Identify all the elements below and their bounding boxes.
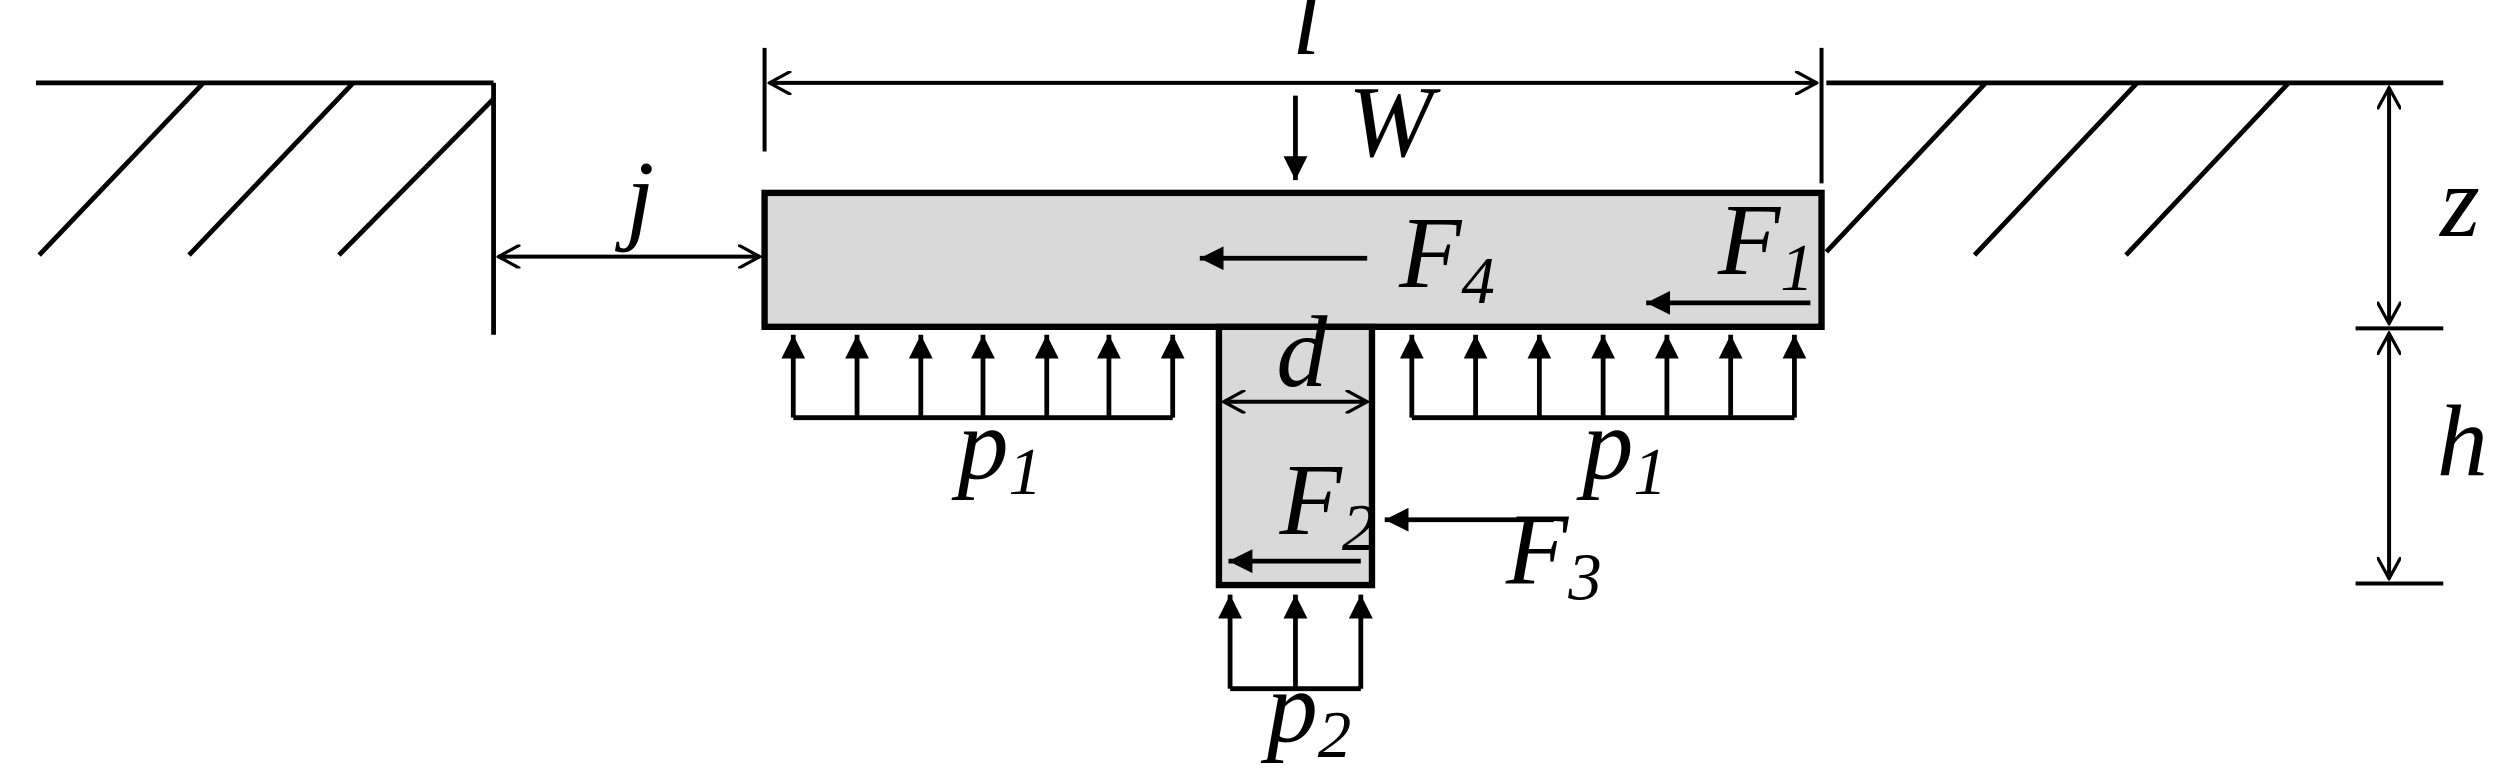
label-F2: F2 xyxy=(1279,444,1376,565)
label-W: W xyxy=(1348,66,1441,179)
label-p1-right: p1 xyxy=(1576,388,1666,509)
label-z: z xyxy=(2438,146,2480,259)
label-F1: F1 xyxy=(1717,184,1814,305)
label-F4: F4 xyxy=(1398,197,1495,318)
label-d: d xyxy=(1276,296,1328,409)
label-p2: p2 xyxy=(1261,651,1351,770)
foundation-stem xyxy=(1215,323,1376,589)
label-h: h xyxy=(2437,385,2488,498)
label-l: l xyxy=(1292,0,1320,77)
ground-left xyxy=(36,80,496,335)
pressure-p2 xyxy=(1218,594,1373,692)
dimension-z-h xyxy=(2355,88,2444,586)
label-j: j xyxy=(615,141,654,254)
dimension-l xyxy=(762,47,1824,184)
pressure-p1-left xyxy=(781,334,1185,421)
pressure-p1-right xyxy=(1399,334,1807,421)
label-p1-left: p1 xyxy=(951,388,1041,509)
label-F3: F3 xyxy=(1505,493,1602,614)
ground-right xyxy=(1824,80,2444,257)
